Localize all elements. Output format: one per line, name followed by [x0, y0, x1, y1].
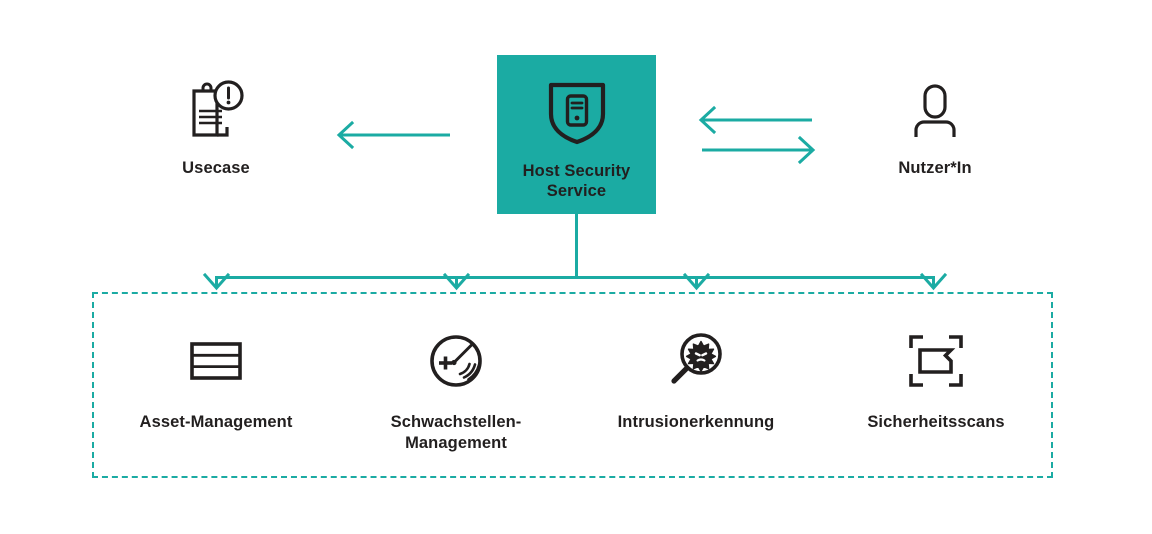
vulnerability-radar-icon: [427, 332, 485, 390]
actor-label-usecase: Usecase: [182, 159, 250, 177]
scan-frame-icon: [907, 332, 965, 390]
service-box-label-line2: Service: [546, 182, 607, 201]
arrow-left-from-nutzer: [698, 105, 812, 135]
capability-label-intrusionerkennung: Intrusionerkennung: [617, 413, 775, 431]
actor-node-nutzer[interactable]: Nutzer*In: [869, 78, 1001, 178]
branch-arrow-4: [919, 272, 948, 291]
magnifier-virus-icon: [667, 332, 725, 390]
server-rack-icon: [187, 332, 245, 390]
capabilities-group-region: [92, 292, 1053, 478]
capability-label-sicherheitsscans: Sicherheitsscans: [867, 413, 1005, 431]
capability-label-schwachstellen-management: Schwachstellen- Management: [390, 413, 522, 452]
service-box-label: Host Security Service: [523, 161, 631, 202]
capability-node-schwachstellen-management[interactable]: Schwachstellen- Management: [361, 332, 551, 454]
capability-node-sicherheitsscans[interactable]: Sicherheitsscans: [841, 332, 1031, 433]
branch-arrow-2: [442, 272, 471, 291]
user-person-icon: [902, 78, 968, 144]
capability-label-asset-management: Asset-Management: [139, 413, 293, 431]
shield-server-icon: [541, 75, 613, 147]
actor-node-usecase[interactable]: Usecase: [150, 78, 282, 178]
arrow-right-to-nutzer: [702, 135, 816, 165]
capability-node-asset-management[interactable]: Asset-Management: [121, 332, 311, 433]
clipboard-alert-icon: [183, 78, 249, 144]
actor-label-nutzer: Nutzer*In: [898, 159, 972, 177]
host-security-service-box[interactable]: Host Security Service: [497, 55, 656, 214]
branch-tree-connector: [202, 214, 948, 291]
capability-node-intrusionerkennung[interactable]: Intrusionerkennung: [601, 332, 791, 433]
branch-arrow-1: [202, 272, 231, 291]
arrow-left-to-usecase: [336, 120, 450, 150]
branch-arrow-3: [682, 272, 711, 291]
service-box-label-line1: Host Security: [522, 162, 631, 180]
